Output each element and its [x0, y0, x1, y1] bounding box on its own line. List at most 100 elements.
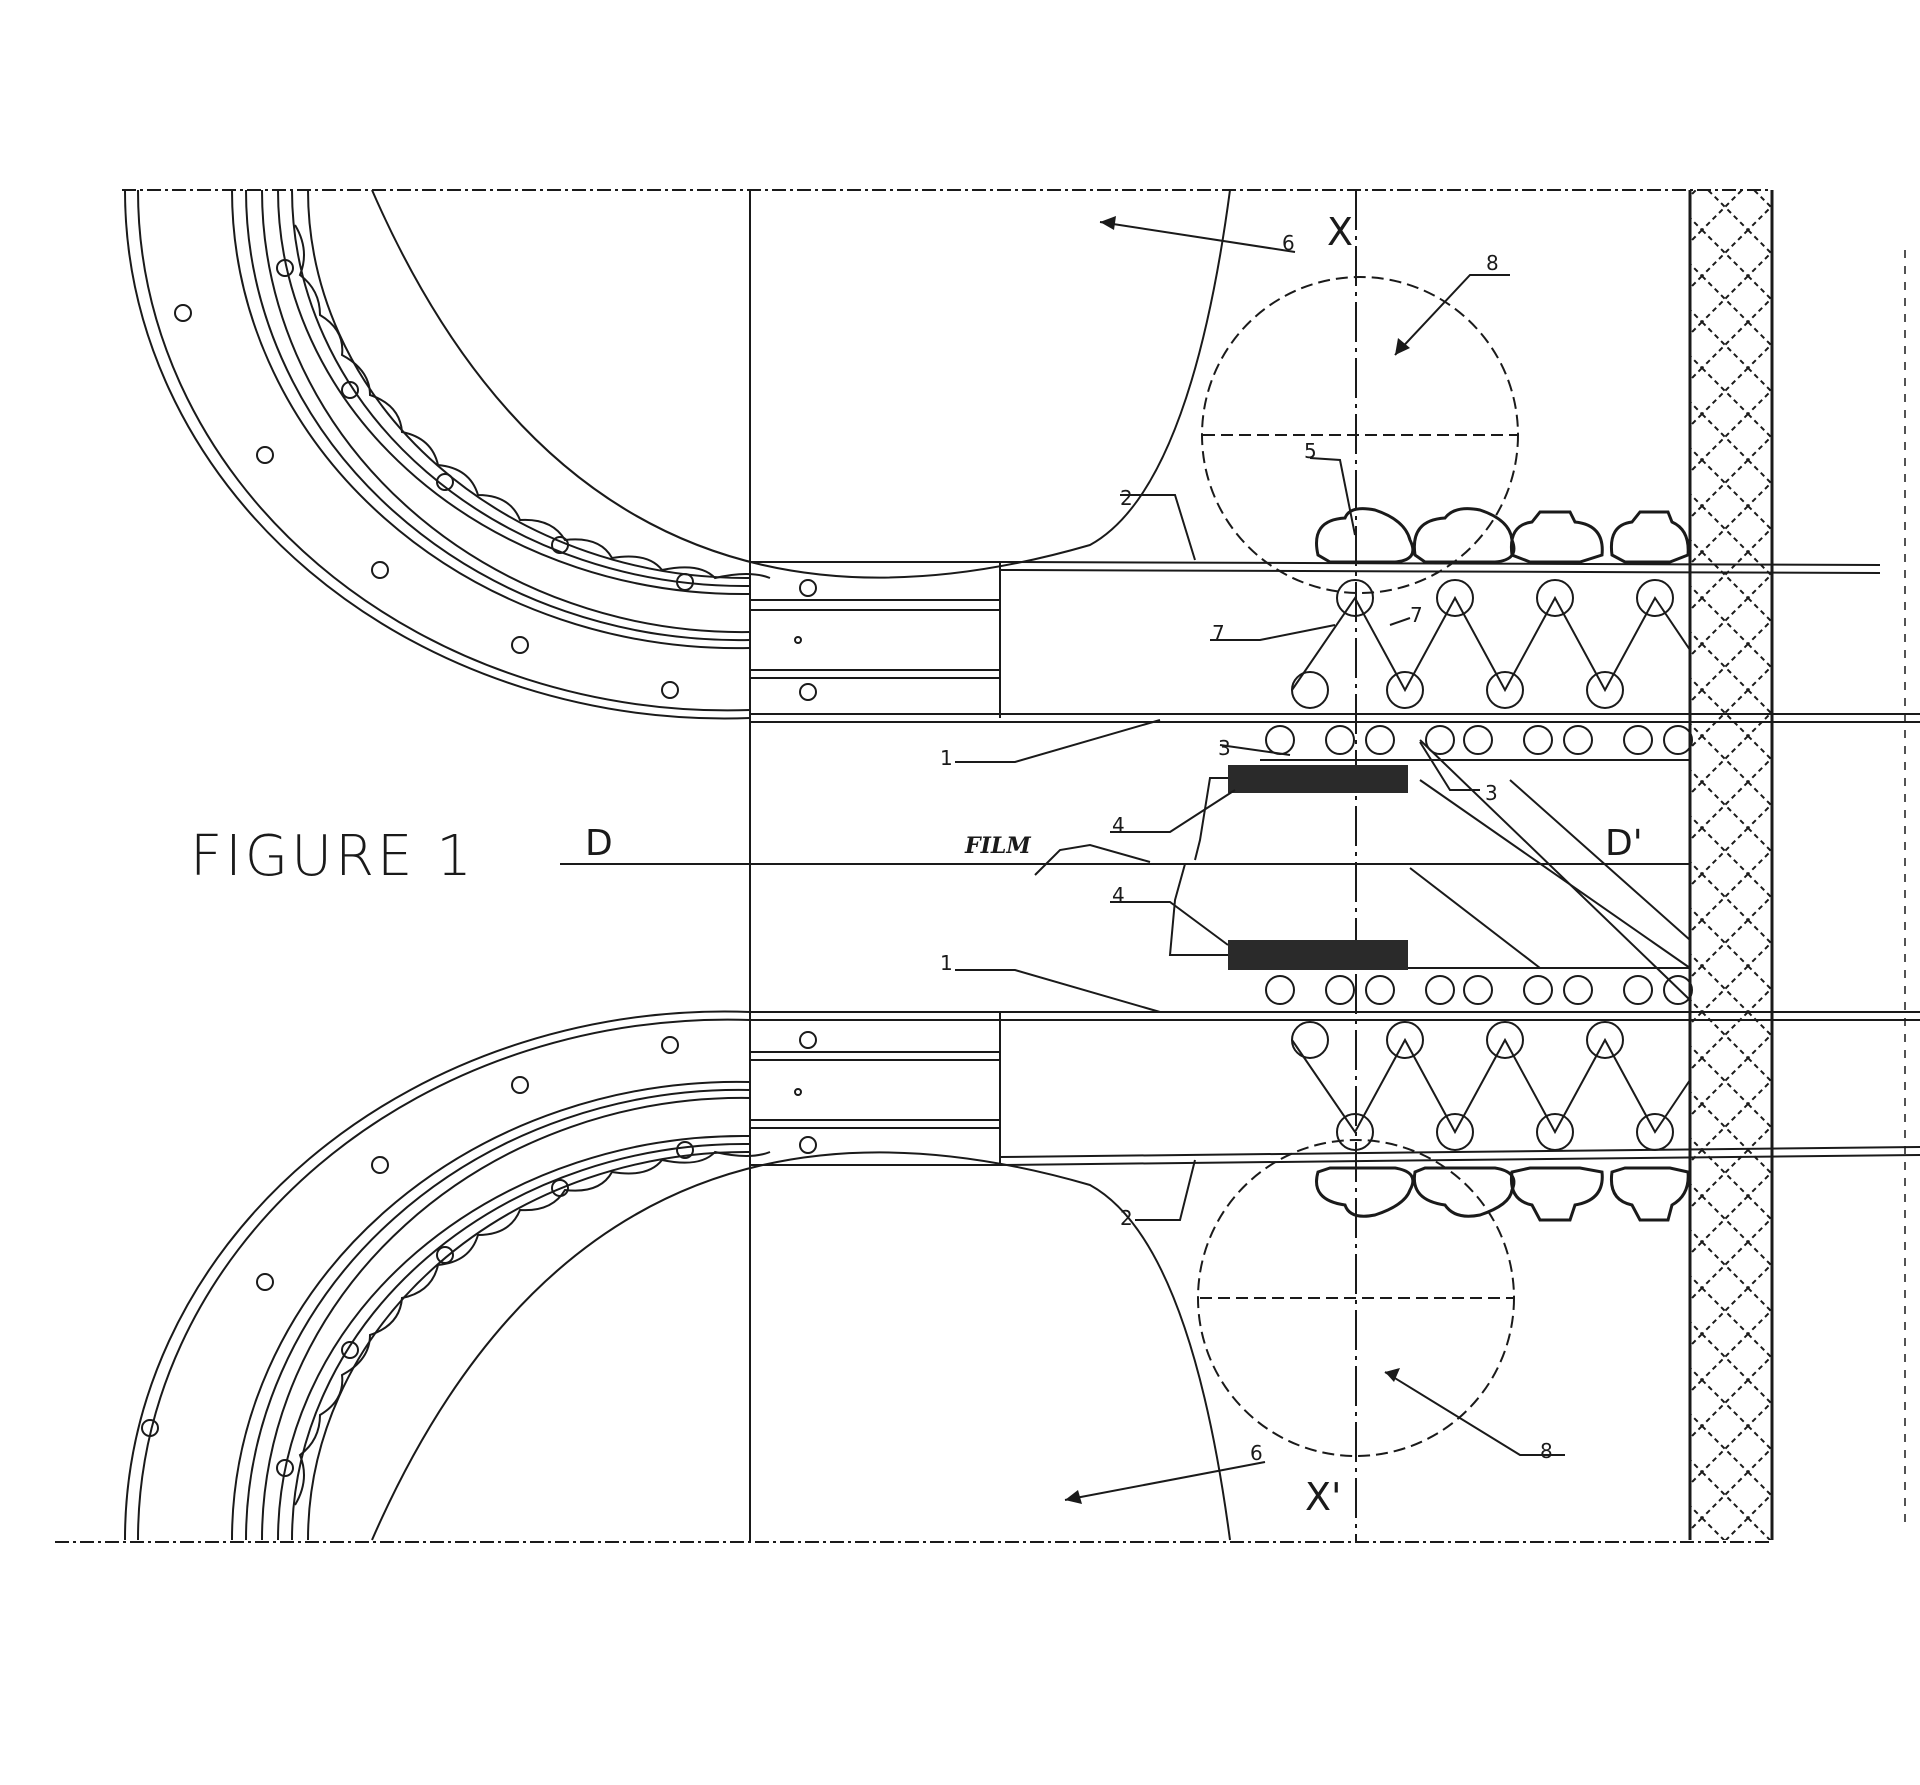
callout-4-bottom: 4 [1112, 883, 1125, 907]
lower-roller-row-3 [1266, 976, 1692, 1004]
lower-clamp-2 [1414, 1168, 1514, 1216]
leader-8-bottom [1385, 1372, 1565, 1455]
axis-d-right-label: D' [1605, 823, 1643, 864]
lower-pulleys [1292, 1022, 1690, 1150]
upper-drum-arc [372, 190, 1230, 578]
lower-belt-loops [125, 1012, 750, 1540]
lower-roller-1 [1266, 976, 1294, 1004]
lower-diagonal-guides [1410, 780, 1690, 968]
lower-straight-section [372, 968, 1920, 1540]
arrowhead-6-bottom [1065, 1490, 1082, 1504]
callout-8-bottom: 8 [1540, 1439, 1553, 1463]
upper-bolt-1 [175, 305, 191, 321]
upper-diag-1 [1420, 740, 1690, 1000]
lower-bolt-11 [800, 1137, 816, 1153]
lower-clamp-1 [1317, 1168, 1413, 1216]
upper-bolt-11 [800, 580, 816, 596]
upper-loop-6 [278, 190, 750, 594]
upper-belt-loops [125, 190, 750, 718]
upper-roller-5 [1464, 726, 1492, 754]
lower-assembly [125, 780, 1920, 1540]
callout-4-top: 4 [1112, 813, 1125, 837]
lower-loop-7 [292, 1144, 750, 1540]
callout-7-left: 7 [1212, 621, 1225, 645]
callout-3-right: 3 [1485, 781, 1498, 805]
leader-6-top [1100, 222, 1295, 252]
upper-clamp-1 [1317, 509, 1413, 562]
callout-1-bottom: 1 [940, 951, 953, 975]
lower-bolt-5 [662, 1037, 678, 1053]
upper-loop-7 [292, 190, 750, 586]
hatched-wall [1690, 190, 1905, 1540]
leader-lines [955, 222, 1565, 1500]
lower-drum-arc [372, 1152, 1230, 1540]
upper-pulleys [1292, 580, 1690, 708]
callout-1-top: 1 [940, 746, 953, 770]
lower-drum-wavy-edge [295, 1152, 770, 1505]
lower-loop-5 [262, 1098, 750, 1540]
leader-7-right [1390, 618, 1410, 625]
axis-d-left-label: D [585, 823, 613, 864]
lower-bolt-3 [372, 1157, 388, 1173]
upper-clamp-4 [1611, 512, 1688, 562]
axis-x-bottom-label: X' [1305, 1475, 1341, 1519]
film-label: FILM [964, 833, 1031, 859]
upper-bolt-13 [795, 637, 801, 643]
lower-pulley-top-1 [1292, 1022, 1328, 1058]
lower-diag-2 [1420, 780, 1690, 968]
leader-4-top [1110, 790, 1235, 832]
upper-bolt-5 [662, 682, 678, 698]
upper-pulley-bot-1 [1292, 672, 1328, 708]
upper-roller-6 [1524, 726, 1552, 754]
leader-2-bottom [1135, 1160, 1195, 1220]
upper-loop-5 [262, 190, 750, 632]
callout-3-left: 3 [1218, 736, 1231, 760]
lower-roller-4 [1426, 976, 1454, 1004]
upper-diagonal-guides [1420, 740, 1690, 1000]
upper-sprocket-8 [1202, 277, 1518, 593]
upper-bolt-12 [800, 684, 816, 700]
upper-roller-9 [1664, 726, 1692, 754]
lower-heater-4 [1228, 940, 1408, 970]
upper-bolt-2 [257, 447, 273, 463]
lower-bolt-13 [795, 1089, 801, 1095]
lower-clamps [1317, 1168, 1689, 1220]
lower-loop-6 [278, 1136, 750, 1540]
callout-6-top: 6 [1282, 231, 1295, 255]
lower-roller-8 [1624, 976, 1652, 1004]
lower-zigzag-belt [1292, 1040, 1690, 1132]
upper-zigzag-belt [1292, 598, 1690, 690]
upper-bolt-4 [512, 637, 528, 653]
callout-8-top: 8 [1486, 251, 1499, 275]
lower-bolt-12 [800, 1032, 816, 1048]
lower-sprocket-8 [1198, 1140, 1514, 1456]
callout-6-bottom: 6 [1250, 1441, 1263, 1465]
axis-x-top-label: X [1327, 210, 1353, 254]
upper-bolt-3 [372, 562, 388, 578]
leader-1-bottom [955, 970, 1160, 1012]
lower-loop-2 [138, 1020, 750, 1540]
heater-leads [1170, 778, 1228, 955]
upper-bolts [175, 260, 816, 700]
upper-roller-3 [1366, 726, 1394, 754]
leader-8-top [1395, 275, 1510, 355]
upper-roller-row-3 [1266, 726, 1692, 754]
callout-7-right: 7 [1410, 603, 1423, 627]
lower-roller-7 [1564, 976, 1592, 1004]
lower-clamp-3 [1511, 1168, 1602, 1220]
upper-loop-2 [138, 190, 750, 710]
upper-roller-1 [1266, 726, 1294, 754]
upper-drum-wavy-edge [295, 225, 770, 578]
upper-bolt-9 [552, 537, 568, 553]
callout-2-bottom: 2 [1120, 1206, 1133, 1230]
upper-straight-section [372, 190, 1920, 760]
callout-5: 5 [1304, 439, 1317, 463]
lower-roller-9 [1664, 976, 1692, 1004]
lower-roller-2 [1326, 976, 1354, 1004]
leader-5 [1310, 458, 1355, 535]
upper-clamp-3 [1511, 512, 1602, 562]
upper-roller-8 [1624, 726, 1652, 754]
lower-roller-5 [1464, 976, 1492, 1004]
